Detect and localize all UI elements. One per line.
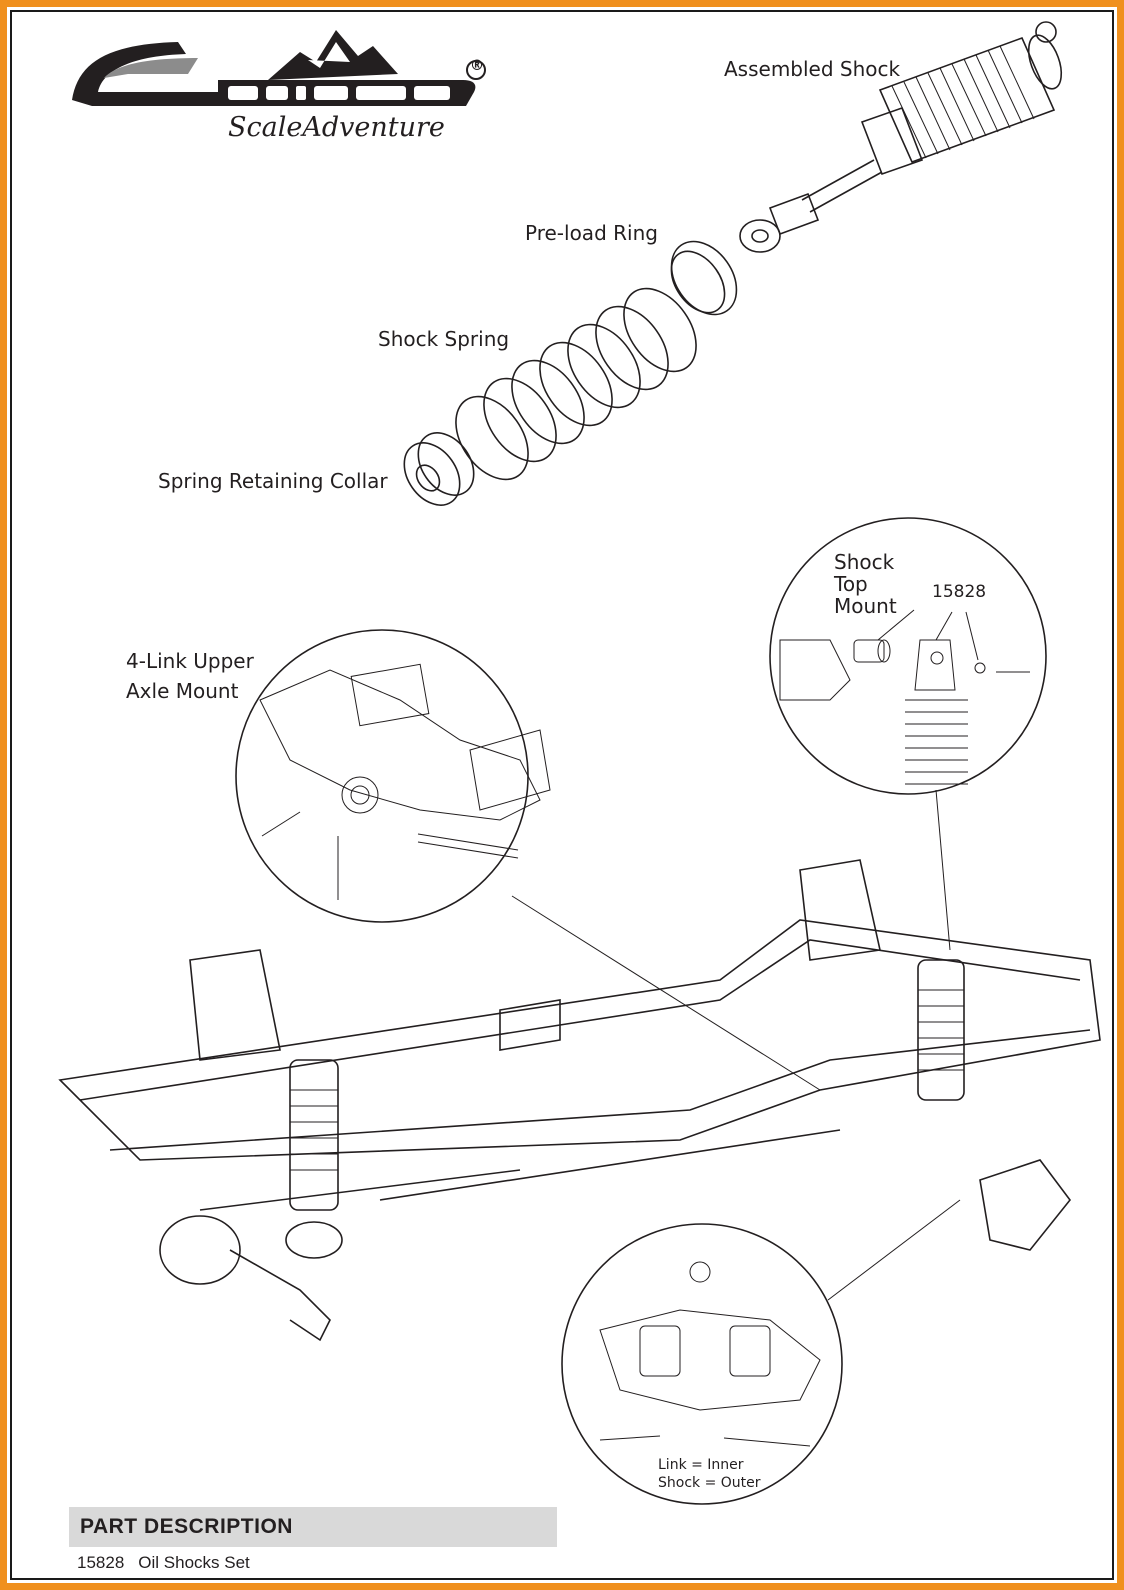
registered-mark: ® [470,58,484,74]
chassis-drawing [58,859,1101,1342]
callout-top: Top [834,572,868,596]
detail-circle-shock-top-mount [769,517,1047,795]
preload-ring-drawing [670,240,738,316]
callout-preload-ring: Pre-load Ring [525,221,658,245]
callout-shock: Shock [834,550,895,574]
callout-mount: Mount [834,594,897,618]
spring-collar-drawing [403,432,475,506]
carisma-logo [72,30,486,106]
part-row: 15828 Oil Shocks Set [77,1553,250,1573]
part-description-header-bar [69,1507,557,1547]
callout-assembled-shock: Assembled Shock [724,57,901,81]
callout-part-number-15828: 15828 [932,582,987,602]
part-description-title: PART DESCRIPTION [80,1515,293,1538]
shock-spring-drawing [455,287,697,481]
assembled-shock-drawing [739,21,1063,253]
callout-shock-spring: Shock Spring [378,327,510,351]
detail-circle-axle-mount [235,629,551,923]
part-description: Oil Shocks Set [138,1553,250,1572]
detail-circle-link-shock [561,1223,843,1505]
callout-spring-retaining-collar: Spring Retaining Collar [158,469,388,493]
callout-4-link-upper: 4-Link Upper [126,649,254,673]
callout-link-inner: Link = Inner [658,1457,744,1473]
page-inner-border [10,10,1114,1580]
brand-tagline: ScaleAdventure [228,112,445,143]
callout-axle-mount: Axle Mount [126,679,239,703]
callout-shock-outer: Shock = Outer [658,1475,761,1491]
part-number: 15828 [77,1553,125,1572]
